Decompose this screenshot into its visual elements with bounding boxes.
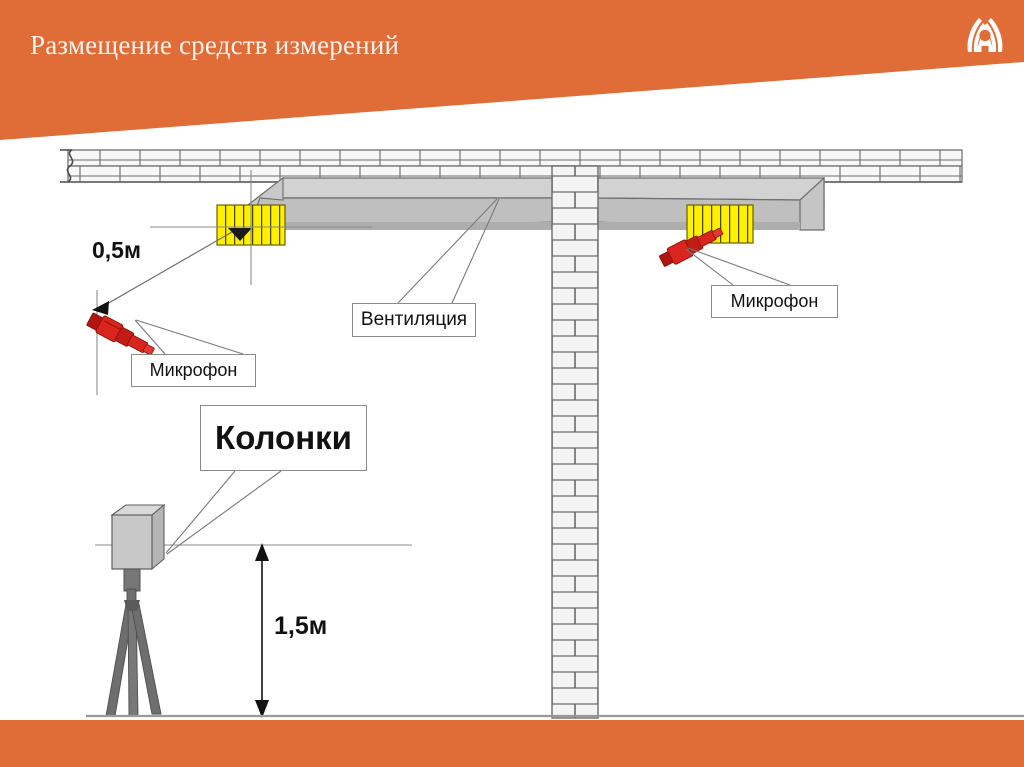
dimension-label-1-5m: 1,5м xyxy=(274,612,328,640)
label-ventilation: Вентиляция xyxy=(352,303,476,337)
speaker-on-tripod xyxy=(105,503,166,717)
label-microphone-right: Микрофон xyxy=(711,285,838,318)
grille-right xyxy=(686,204,754,244)
footer-band xyxy=(0,720,1024,767)
ceiling-slab xyxy=(60,149,963,183)
microphone-right xyxy=(659,227,724,267)
dimension-1-5m xyxy=(255,543,269,718)
leader-lines xyxy=(134,198,791,555)
header-band xyxy=(0,0,1024,140)
page-title: Размещение средств измерений xyxy=(30,30,400,60)
dimension-label-0-5m: 0,5м xyxy=(92,237,141,263)
brick-column xyxy=(551,165,599,719)
dimension-0-5m xyxy=(92,231,233,315)
logo-a-emblem xyxy=(967,18,1003,52)
label-microphone-left: Микрофон xyxy=(131,354,256,387)
label-speakers: Колонки xyxy=(200,405,367,471)
microphone-left xyxy=(86,312,155,356)
